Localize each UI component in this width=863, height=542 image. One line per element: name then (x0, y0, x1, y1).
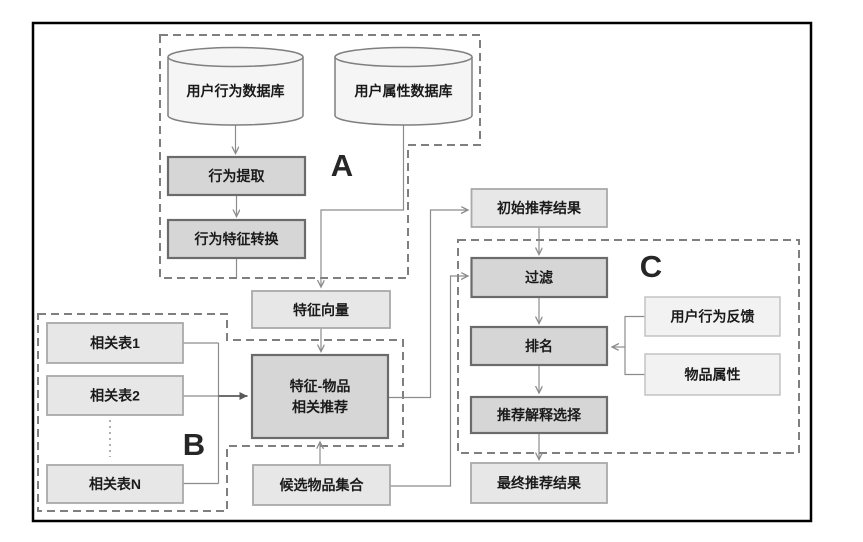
feature-vector-node: 特征向量 (251, 290, 391, 329)
feature-vector-label: 特征向量 (293, 302, 349, 318)
item-attribute-node: 物品属性 (644, 353, 781, 396)
connector-featureitem-to-initialresult (388, 210, 468, 399)
behavior-feature-convert-label: 行为特征转换 (194, 231, 280, 247)
related-table-2-label: 相关表2 (90, 388, 140, 404)
final-recommend-result-box (470, 462, 608, 504)
feature-item-recommend-label-line2: 相关推荐 (292, 399, 348, 415)
group-c-label: C (640, 249, 662, 284)
final-recommend-result-node: 最终推荐结果 (470, 462, 608, 504)
final-recommend-result-label: 最终推荐结果 (497, 475, 582, 491)
recommend-explain-select-node: 推荐解释选择 (469, 395, 609, 435)
recommend-explain-select-label: 推荐解释选择 (497, 407, 582, 423)
feature-vector-box (251, 290, 391, 329)
behavior-extract-box (166, 155, 307, 197)
user-attribute-db-cylinder: 用户属性数据库 (334, 46, 473, 126)
related-table-1-label: 相关表1 (90, 335, 140, 351)
filter-box (470, 256, 609, 299)
filter-node: 过滤 (470, 256, 609, 299)
group-b-label: B (183, 427, 205, 462)
related-table-2-box (46, 375, 184, 416)
cylinder-top (167, 46, 304, 68)
item-attribute-label: 物品属性 (685, 367, 741, 383)
group-c-outline (457, 239, 800, 454)
connector-candidate-to-filter (390, 276, 468, 487)
user-behavior-feedback-box (644, 296, 781, 337)
connector-relatedtables-collector (183, 342, 220, 485)
filter-label: 过滤 (525, 270, 553, 286)
behavior-extract-label: 行为提取 (208, 168, 266, 184)
candidate-item-set-label: 候选物品集合 (280, 477, 365, 493)
candidate-item-set-box (252, 464, 391, 506)
user-behavior-db-label: 用户行为数据库 (187, 83, 285, 99)
related-table-1-node: 相关表1 (46, 322, 184, 364)
behavior-feature-convert-box (166, 218, 307, 260)
recommend-explain-select-box (469, 395, 609, 435)
related-table-2-node: 相关表2 (46, 375, 184, 416)
feature-item-recommend-box (250, 353, 390, 440)
ranking-label: 排名 (525, 338, 553, 354)
group-a-outline (159, 34, 481, 279)
group-a-label: A (331, 148, 353, 183)
candidate-item-set-node: 候选物品集合 (252, 464, 391, 506)
initial-recommend-result-node: 初始推荐结果 (470, 188, 608, 228)
feature-item-recommend-label-line1: 特征-物品 (290, 378, 351, 394)
related-table-n-node: 相关表N (46, 464, 184, 504)
feature-item-recommend-node: 特征-物品 相关推荐 (250, 353, 390, 440)
related-table-n-box (46, 464, 184, 504)
connector-feedback-attr-junction (624, 315, 645, 376)
group-b-outline (37, 313, 404, 512)
behavior-feature-convert-node: 行为特征转换 (166, 218, 307, 260)
related-table-1-box (46, 322, 184, 364)
connector-attributedb-to-featurevector (321, 125, 405, 287)
ranking-box (469, 325, 609, 367)
item-attribute-box (644, 353, 781, 396)
behavior-extract-node: 行为提取 (166, 155, 307, 197)
initial-recommend-result-box (470, 188, 608, 228)
related-table-n-label: 相关表N (89, 476, 141, 492)
user-attribute-db-label: 用户属性数据库 (355, 83, 453, 99)
cylinder-top (334, 46, 473, 68)
user-behavior-feedback-node: 用户行为反馈 (644, 296, 781, 337)
ranking-node: 排名 (469, 325, 609, 367)
initial-recommend-result-label: 初始推荐结果 (497, 200, 582, 216)
user-behavior-db-cylinder: 用户行为数据库 (167, 46, 304, 126)
user-behavior-feedback-label: 用户行为反馈 (671, 309, 755, 325)
